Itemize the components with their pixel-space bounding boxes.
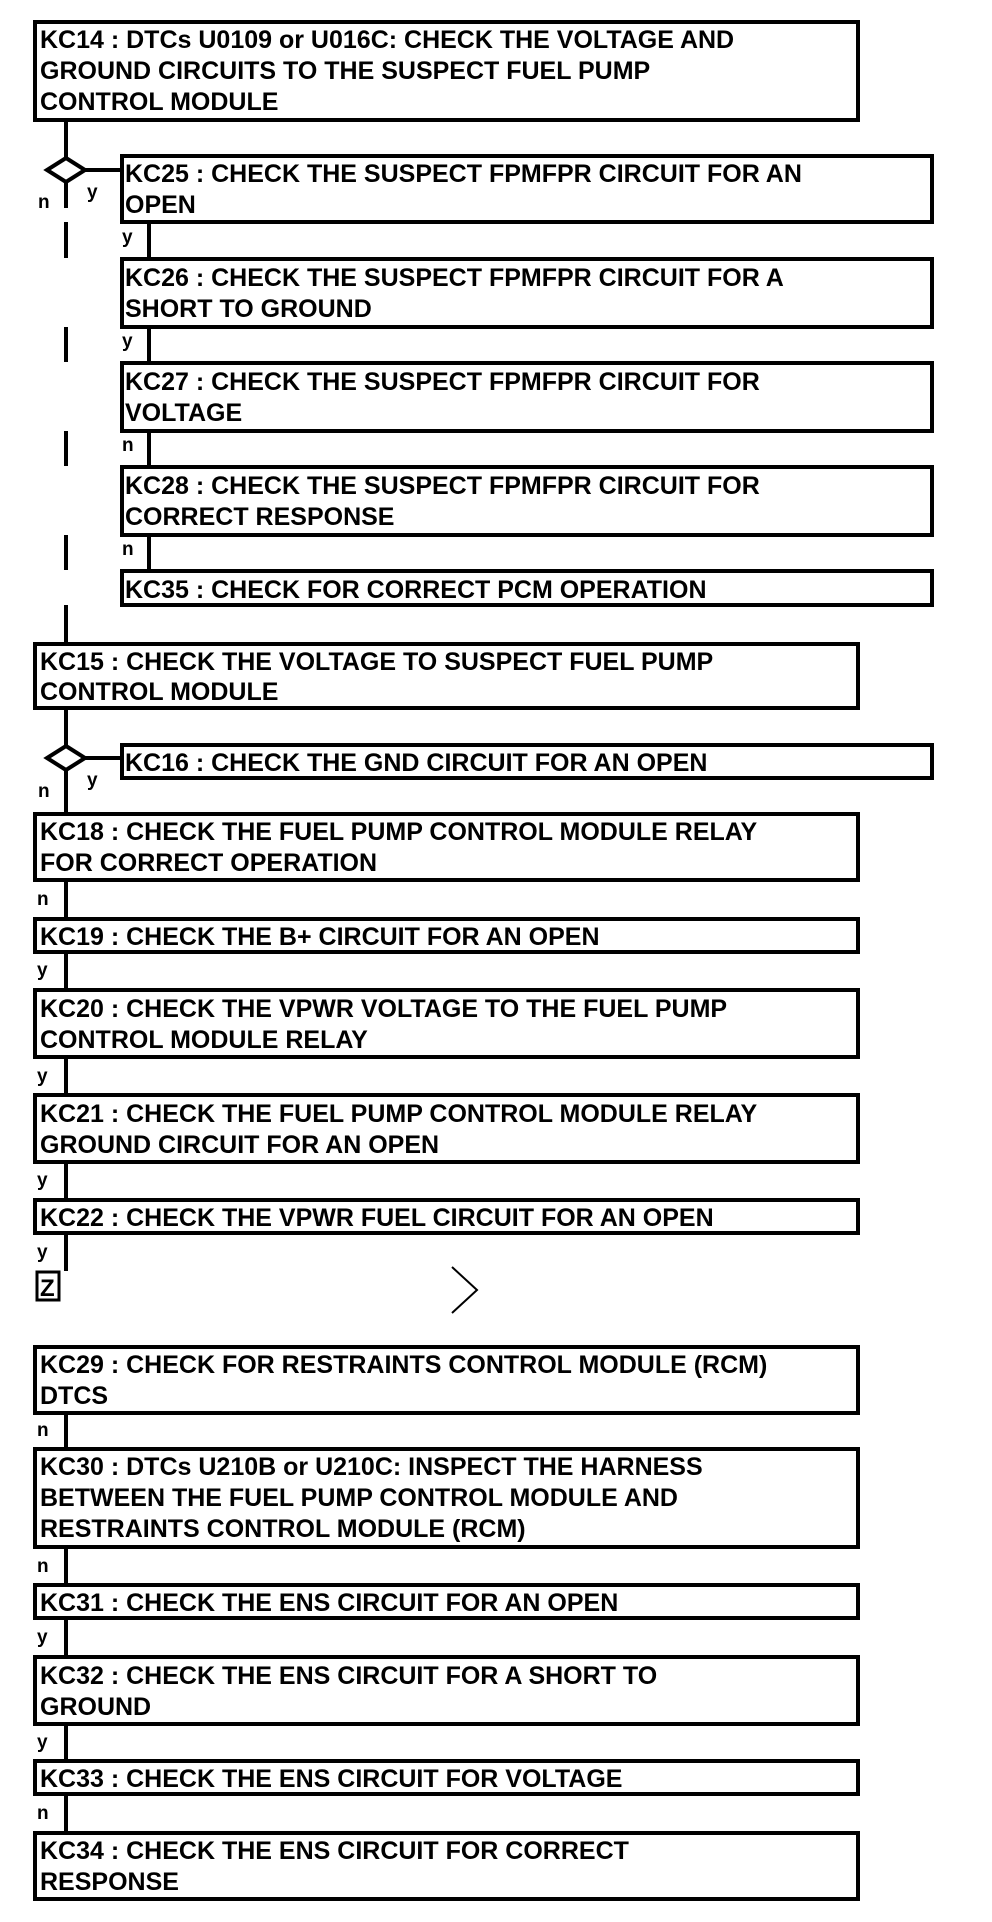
label-no: n	[122, 539, 134, 560]
step-text: CONTROL MODULE	[40, 678, 278, 706]
connector-z[interactable]: Z	[35, 1270, 61, 1302]
step-text: RESPONSE	[40, 1868, 179, 1896]
step-kc33[interactable]: KC33 : CHECK THE ENS CIRCUIT FOR VOLTAGE	[33, 1759, 860, 1796]
label-no: n	[37, 1803, 49, 1824]
label-yes: y	[37, 960, 48, 981]
step-kc34[interactable]: KC34 : CHECK THE ENS CIRCUIT FOR CORRECT…	[33, 1831, 860, 1901]
step-text: RESTRAINTS CONTROL MODULE (RCM)	[40, 1515, 526, 1543]
step-text: CONTROL MODULE RELAY	[40, 1026, 368, 1054]
step-kc20[interactable]: KC20 : CHECK THE VPWR VOLTAGE TO THE FUE…	[33, 988, 860, 1059]
step-text: FOR CORRECT OPERATION	[40, 849, 377, 877]
step-text: CORRECT RESPONSE	[125, 503, 394, 531]
step-text: KC16 : CHECK THE GND CIRCUIT FOR AN OPEN	[125, 749, 707, 777]
label-no: n	[38, 192, 50, 213]
label-yes: y	[122, 331, 133, 352]
step-kc35[interactable]: KC35 : CHECK FOR CORRECT PCM OPERATION	[120, 569, 934, 607]
step-text: KC27 : CHECK THE SUSPECT FPMFPR CIRCUIT …	[125, 368, 760, 396]
step-kc22[interactable]: KC22 : CHECK THE VPWR FUEL CIRCUIT FOR A…	[33, 1198, 860, 1235]
step-kc31[interactable]: KC31 : CHECK THE ENS CIRCUIT FOR AN OPEN	[33, 1583, 860, 1620]
step-text: GROUND CIRCUIT FOR AN OPEN	[40, 1131, 439, 1159]
label-no: n	[37, 1420, 49, 1441]
step-kc28[interactable]: KC28 : CHECK THE SUSPECT FPMFPR CIRCUIT …	[120, 465, 934, 537]
step-text: KC20 : CHECK THE VPWR VOLTAGE TO THE FUE…	[40, 995, 727, 1023]
label-no: n	[38, 781, 50, 802]
step-text: KC28 : CHECK THE SUSPECT FPMFPR CIRCUIT …	[125, 472, 760, 500]
step-text: KC35 : CHECK FOR CORRECT PCM OPERATION	[125, 576, 707, 604]
step-text: KC25 : CHECK THE SUSPECT FPMFPR CIRCUIT …	[125, 160, 802, 188]
step-text: OPEN	[125, 191, 196, 219]
step-kc30[interactable]: KC30 : DTCs U210B or U210C: INSPECT THE …	[33, 1447, 860, 1549]
step-text: GROUND	[40, 1693, 151, 1721]
step-kc15[interactable]: KC15 : CHECK THE VOLTAGE TO SUSPECT FUEL…	[33, 642, 860, 710]
branch-labels: n y y y n n n y n y y y y n n y y n	[37, 182, 134, 1824]
step-text: CONTROL MODULE	[40, 88, 278, 116]
connector-lines	[64, 120, 151, 1832]
step-text: SHORT TO GROUND	[125, 295, 372, 323]
step-kc25[interactable]: KC25 : CHECK THE SUSPECT FPMFPR CIRCUIT …	[120, 154, 934, 224]
step-text: KC29 : CHECK FOR RESTRAINTS CONTROL MODU…	[40, 1351, 767, 1379]
step-text: KC14 : DTCs U0109 or U016C: CHECK THE VO…	[40, 26, 734, 54]
label-yes: y	[37, 1732, 48, 1753]
label-yes: y	[37, 1170, 48, 1191]
step-text: KC30 : DTCs U210B or U210C: INSPECT THE …	[40, 1453, 703, 1481]
step-kc21[interactable]: KC21 : CHECK THE FUEL PUMP CONTROL MODUL…	[33, 1093, 860, 1164]
step-kc26[interactable]: KC26 : CHECK THE SUSPECT FPMFPR CIRCUIT …	[120, 257, 934, 329]
step-text: KC31 : CHECK THE ENS CIRCUIT FOR AN OPEN	[40, 1589, 618, 1617]
step-text: KC15 : CHECK THE VOLTAGE TO SUSPECT FUEL…	[40, 648, 713, 676]
step-text: VOLTAGE	[125, 399, 242, 427]
connector-label: Z	[40, 1275, 55, 1302]
label-no: n	[37, 1556, 49, 1577]
label-yes: y	[87, 770, 98, 791]
step-kc29[interactable]: KC29 : CHECK FOR RESTRAINTS CONTROL MODU…	[33, 1345, 860, 1415]
step-text: BETWEEN THE FUEL PUMP CONTROL MODULE AND	[40, 1484, 678, 1512]
step-text: KC26 : CHECK THE SUSPECT FPMFPR CIRCUIT …	[125, 264, 784, 292]
step-kc18[interactable]: KC18 : CHECK THE FUEL PUMP CONTROL MODUL…	[33, 812, 860, 882]
label-no: n	[122, 435, 134, 456]
label-yes: y	[122, 227, 133, 248]
step-kc16[interactable]: KC16 : CHECK THE GND CIRCUIT FOR AN OPEN	[120, 743, 934, 780]
step-text: KC19 : CHECK THE B+ CIRCUIT FOR AN OPEN	[40, 923, 600, 951]
step-text: KC33 : CHECK THE ENS CIRCUIT FOR VOLTAGE	[40, 1765, 622, 1793]
step-text: KC22 : CHECK THE VPWR FUEL CIRCUIT FOR A…	[40, 1204, 714, 1232]
step-text: KC18 : CHECK THE FUEL PUMP CONTROL MODUL…	[40, 818, 758, 846]
step-text: DTCS	[40, 1382, 108, 1410]
decision-diamond-1	[43, 155, 89, 185]
step-text: GROUND CIRCUITS TO THE SUSPECT FUEL PUMP	[40, 57, 650, 85]
label-yes: y	[87, 182, 98, 203]
label-yes: y	[37, 1242, 48, 1263]
chevron-right-icon	[451, 1266, 479, 1314]
step-kc19[interactable]: KC19 : CHECK THE B+ CIRCUIT FOR AN OPEN	[33, 917, 860, 954]
step-kc27[interactable]: KC27 : CHECK THE SUSPECT FPMFPR CIRCUIT …	[120, 361, 934, 433]
label-yes: y	[37, 1627, 48, 1648]
step-kc14[interactable]: KC14 : DTCs U0109 or U016C: CHECK THE VO…	[33, 20, 860, 122]
step-text: KC32 : CHECK THE ENS CIRCUIT FOR A SHORT…	[40, 1662, 657, 1690]
label-no: n	[37, 889, 49, 910]
step-kc32[interactable]: KC32 : CHECK THE ENS CIRCUIT FOR A SHORT…	[33, 1655, 860, 1726]
label-yes: y	[37, 1066, 48, 1087]
step-text: KC21 : CHECK THE FUEL PUMP CONTROL MODUL…	[40, 1100, 758, 1128]
decision-diamond-2	[43, 743, 89, 773]
step-text: KC34 : CHECK THE ENS CIRCUIT FOR CORRECT	[40, 1837, 629, 1865]
